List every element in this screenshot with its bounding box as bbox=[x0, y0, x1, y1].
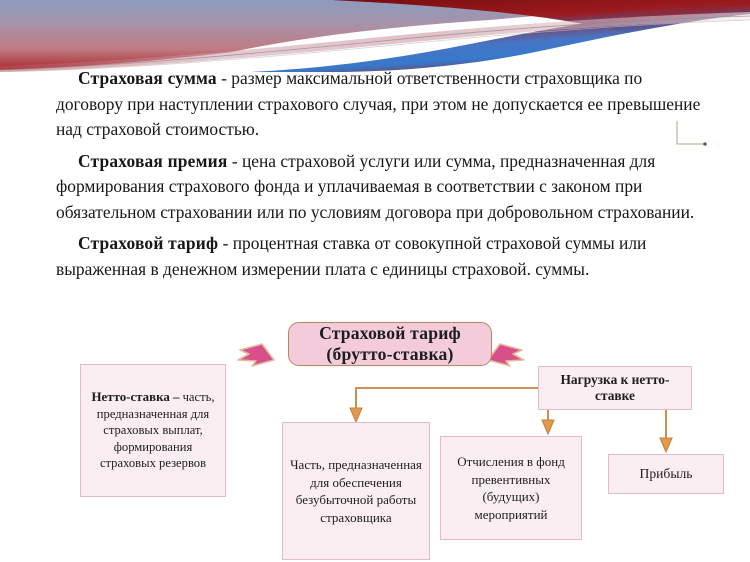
diagram-connectors bbox=[237, 343, 673, 454]
definition-paragraph-3: Страховой тариф - процентная ставка от с… bbox=[56, 231, 704, 282]
arrow-to-nagruzka bbox=[487, 343, 525, 367]
node-nagruzka-label: Нагрузка к нетто-ставке bbox=[560, 371, 670, 404]
connector-bus-left bbox=[355, 387, 538, 408]
definition-paragraph-2: Страховая премия - цена страховой услуги… bbox=[56, 149, 704, 226]
node-chast-label: Часть, предназначенная для обеспечения б… bbox=[290, 457, 422, 525]
node-netto-body: часть, предназначенная для страховых вып… bbox=[96, 390, 215, 471]
arrowhead-to-chast bbox=[349, 407, 363, 424]
definition-paragraph-1: Страховая сумма - размер максимальной от… bbox=[56, 66, 704, 143]
definition-text-3: - процентная ставка от совокупной страхо… bbox=[56, 233, 647, 279]
node-top-line2: (брутто-ставка) bbox=[326, 344, 454, 364]
tariff-structure-diagram: Страховой тариф (брутто-ставка) Нетто-ст… bbox=[0, 316, 750, 562]
arrowhead-to-otchisleniya bbox=[541, 419, 555, 436]
node-netto-stavka[interactable]: Нетто-ставка – часть, предназначенная дл… bbox=[80, 364, 226, 497]
node-chast-bezubytochnaya-rabota[interactable]: Часть, предназначенная для обеспечения б… bbox=[282, 422, 430, 560]
node-strahovoy-tarif[interactable]: Страховой тариф (брутто-ставка) bbox=[288, 322, 492, 366]
term-strahovoy-tarif: Страховой тариф bbox=[78, 233, 219, 253]
term-strahovaya-summa: Страховая сумма bbox=[78, 68, 217, 88]
node-nagruzka-k-netto-stavke[interactable]: Нагрузка к нетто-ставке bbox=[538, 366, 692, 410]
header-decoration bbox=[0, 0, 750, 72]
text-connector-artifact bbox=[676, 121, 707, 146]
definition-text-1: - размер максимальной ответственности ст… bbox=[56, 68, 701, 139]
arrowhead-to-pribyl bbox=[659, 437, 673, 454]
arrow-to-netto bbox=[237, 343, 275, 367]
term-strahovaya-premiya: Страховая премия bbox=[78, 150, 228, 171]
definitions-text-block: Страховая сумма - размер максимальной от… bbox=[56, 66, 704, 288]
node-pribyl-label: Прибыль bbox=[639, 465, 693, 481]
definition-text-3-tail: суммы. bbox=[535, 258, 590, 279]
node-otchisleniya-v-fond[interactable]: Отчисления в фонд превентивных (будущих)… bbox=[440, 436, 582, 540]
node-pribyl[interactable]: Прибыль bbox=[608, 454, 724, 494]
definition-text-2: - цена страховой услуги или сумма, предн… bbox=[56, 150, 695, 222]
node-otchisleniya-label: Отчисления в фонд превентивных (будущих)… bbox=[457, 454, 565, 522]
node-netto-lead: Нетто-ставка – bbox=[91, 390, 180, 405]
node-top-line1: Страховой тариф bbox=[319, 323, 461, 343]
